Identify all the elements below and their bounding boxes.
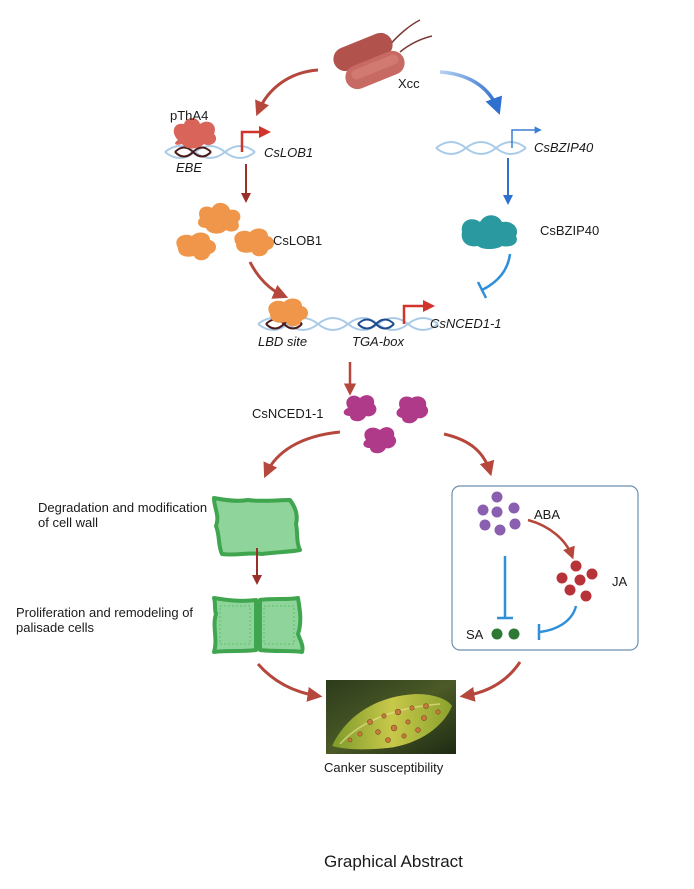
inhibition-bar: [476, 281, 488, 299]
cslob1-dna-icon: [164, 145, 256, 159]
xcc-bacteria-icon: [333, 19, 433, 90]
xcc-label: Xcc: [398, 76, 420, 91]
arrow-csnced1-to-hormones: [443, 432, 495, 477]
cslob1-tss-icon: [240, 126, 271, 152]
lbd-site-label: LBD site: [258, 334, 308, 349]
ebe-label: EBE: [176, 160, 203, 175]
csbzip40-tss-icon: [511, 126, 542, 148]
palisade-cells-icon: [212, 596, 305, 654]
arrow-aba-to-ja: [527, 518, 575, 560]
csnced1-tss-icon: [402, 300, 435, 324]
arrow-xcc-to-csbzip40: [439, 70, 503, 115]
degradation-label: Degradation and modification of cell wal…: [38, 500, 208, 530]
degraded-cell-icon: [212, 496, 302, 557]
arrow-cells-to-canker: [256, 663, 323, 702]
arrow-cslob1-to-lbd: [248, 261, 289, 299]
csbzip40-dna-icon: [435, 141, 527, 155]
hormone-box: [451, 485, 639, 651]
lbd-bound-cslob1-icon: [268, 298, 308, 327]
cslob1-protein-icon: [176, 202, 274, 261]
csbzip40-gene-label: CsBZIP40: [534, 140, 594, 155]
canker-fruit-image: [326, 680, 456, 754]
aba-label: ABA: [534, 507, 561, 522]
ja-label: JA: [612, 574, 628, 589]
pthA4-protein-icon: [173, 118, 217, 149]
csbzip40-protein-icon: [461, 215, 518, 249]
csnced1-protein-icon: [343, 395, 429, 454]
arrow-csnced1-to-cellwall: [263, 430, 341, 479]
sa-dots-icon: [491, 628, 520, 640]
sa-label: SA: [466, 627, 484, 642]
csnced1-gene-label: CsNCED1-1: [430, 316, 502, 331]
pthA4-label: pThA4: [170, 108, 209, 123]
cslob1-gene-label: CsLOB1: [264, 145, 314, 160]
tga-box-label: TGA-box: [352, 334, 405, 349]
inhibition-ja-to-sa: [539, 605, 578, 634]
aba-dots-icon: [477, 491, 521, 536]
csbzip40-protein-label: CsBZIP40: [540, 223, 600, 238]
arrow-hormones-to-canker: [459, 661, 522, 702]
canker-label: Canker susceptibility: [324, 760, 444, 775]
figure-caption: Graphical Abstract: [324, 852, 463, 871]
proliferation-label: Proliferation and remodeling of palisade…: [16, 605, 194, 635]
inhibition-csbzip40-to-csnced1: [481, 253, 512, 292]
arrow-xcc-to-pthA4: [255, 68, 319, 117]
cslob1-protein-label: CsLOB1: [273, 233, 323, 248]
csnced1-protein-label: CsNCED1-1: [252, 406, 324, 421]
ja-dots-icon: [556, 560, 598, 602]
